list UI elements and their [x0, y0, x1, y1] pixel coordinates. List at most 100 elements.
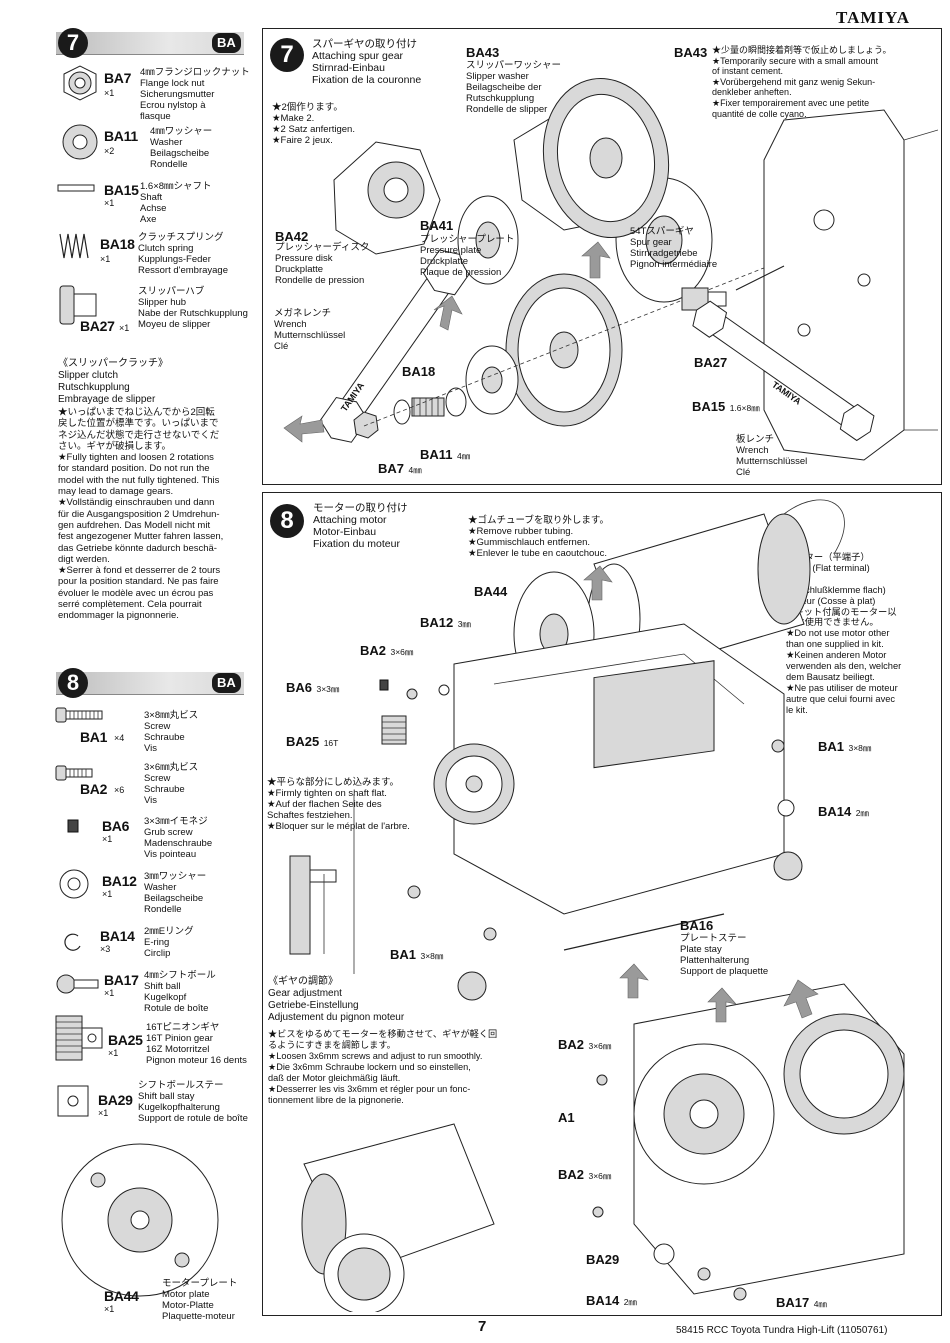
ba1-callout-right: BA1 3×8㎜: [818, 738, 871, 756]
ba16-label: BA16: [680, 918, 714, 933]
part-code: BA18: [100, 236, 135, 252]
ba16-desc: プレートステー Plate stay Plattenhalterung Supp…: [680, 933, 769, 977]
remove-tubing-note: ★ゴムチューブを取り外します。 ★Remove rubber tubing. ★…: [468, 515, 609, 559]
washer-icon: [59, 869, 89, 899]
ba42-label: BA42: [275, 229, 309, 244]
pressure-disk: [333, 141, 441, 255]
ba14-size: 2㎜: [623, 1297, 637, 1307]
ba2-size: 3×6㎜: [588, 1041, 612, 1051]
ball-stay-icon: [57, 1085, 89, 1117]
ba2-label: BA2: [558, 1167, 585, 1182]
ba1-label: BA1: [818, 739, 845, 754]
step8-diagram: [289, 499, 905, 1312]
ba43-desc: スリッパーワッシャー Slipper washer Beilagscheibe …: [466, 60, 562, 115]
ba7-callout: BA7 4㎜: [378, 460, 422, 478]
part-code: BA11: [104, 128, 138, 144]
ba1-size: 3×8㎜: [848, 743, 872, 753]
ba15-size: 1.6×8㎜: [729, 403, 760, 413]
part-qty: ×1: [119, 323, 130, 333]
step7-panel: [262, 28, 942, 485]
ba17-size: 4㎜: [813, 1299, 827, 1309]
spur-gear-top: [542, 77, 670, 239]
ba42-desc: プレッシャーディスク Pressure disk Druckplatte Ron…: [275, 242, 370, 286]
ba41-label: BA41: [420, 218, 454, 233]
part-qty: ×1: [104, 88, 115, 98]
sidebar8-part-ba12: BA12 ×1: [102, 873, 137, 899]
wrench-desc: メガネレンチ Wrench Mutternschlüssel Clé: [274, 308, 346, 352]
part-code: BA1: [80, 729, 108, 745]
ba43-label: BA43: [466, 45, 500, 60]
sidebar8-part-ba14: BA14 ×3: [100, 928, 135, 954]
gear-adjust-title: 《ギヤの調節》 Gear adjustment Getriebe-Einstel…: [268, 976, 405, 1023]
shift-ball-icon: [56, 974, 99, 994]
ba12-label: BA12: [420, 615, 454, 630]
part-code: BA27: [80, 318, 115, 334]
ba41-desc: プレッシャープレート Pressure plate Druckplatte Pl…: [420, 234, 515, 278]
arrow-icon: [707, 987, 737, 1023]
ba44-label: BA44: [474, 584, 508, 599]
ba6-callout: BA6 3×3㎜: [286, 679, 339, 697]
part-desc: 2㎜Eリング E-ring Circlip: [144, 926, 194, 959]
ba25-callout: BA25 16T: [286, 733, 338, 751]
ba2-size: 3×6㎜: [390, 647, 414, 657]
sidebar8-part-ba25: BA25 ×1: [108, 1032, 143, 1058]
part-desc: モータープレート Motor plate Motor-Platte Plaque…: [162, 1278, 238, 1322]
sidebar7-header: [56, 32, 244, 55]
shaft-flat-note: ★平らな部分にしめ込みます。 ★Firmly tighten on shaft …: [267, 777, 410, 832]
gear-adjust-note: ★ビスをゆるめてモーターを移動させて、ギヤが軽く回 るようにすきまを調節します。…: [268, 1029, 498, 1105]
step8-panel: [262, 492, 942, 1316]
part-code: BA6: [102, 818, 130, 834]
slipper-hub-icon: [59, 285, 97, 325]
spring-icon: [59, 233, 89, 259]
screw-icon: [55, 765, 93, 781]
sidebar7-part-ba18: BA18 ×1: [100, 236, 135, 264]
arrow-icon: [581, 241, 611, 279]
footer-text: 58415 RCC Toyota Tundra High-Lift (11050…: [676, 1325, 888, 1336]
ba1-label: BA1: [390, 947, 417, 962]
shaft-icon: [57, 184, 95, 192]
sidebar8-step-number: 8: [58, 668, 88, 698]
grub-screw-icon: [67, 819, 79, 833]
slipper-clutch-note: ★いっぱいまでねじ込んでから2回転 戻した位置が標準です。いっぱいまで ネジ込ん…: [58, 407, 224, 622]
ba2-callout-top: BA2 3×6㎜: [360, 642, 413, 660]
brand-logo: TAMIYA: [836, 8, 911, 27]
flange-nut-icon: [63, 65, 97, 101]
sidebar7-part-icons: [57, 65, 98, 325]
step8-number: 8: [270, 504, 304, 538]
gearbox-bottom-drawing: [633, 983, 905, 1295]
ba12-callout: BA12 3㎜: [420, 614, 471, 632]
part-qty: ×6: [114, 785, 125, 795]
arrow-icon: [783, 979, 819, 1019]
ba2-label: BA2: [558, 1037, 585, 1052]
part-code: BA2: [80, 781, 108, 797]
arrow-icon: [433, 295, 463, 331]
part-desc: 4㎜ワッシャー Washer Beilagscheibe Rondelle: [150, 126, 213, 170]
part-qty: ×4: [114, 733, 125, 743]
sidebar8-header: [56, 672, 244, 695]
step7-make2: ★2個作ります。 ★Make 2. ★2 Satz anfertigen. ★F…: [272, 102, 355, 146]
ba14-callout-bottom: BA14 2㎜: [586, 1292, 637, 1310]
box-wrench-desc: 板レンチ Wrench Mutternschlüssel Clé: [736, 434, 808, 478]
pinion-gear-icon: [55, 1015, 103, 1061]
part-code: BA12: [102, 873, 137, 889]
ba14-callout-right: BA14 2㎜: [818, 803, 869, 821]
part-qty: ×1: [100, 254, 111, 264]
motor-note: モーター（平端子） Motor (Flat terminal) Motor (A…: [786, 552, 902, 715]
part-desc: スリッパーハブ Slipper hub Nabe der Rutschkuppl…: [138, 286, 248, 330]
ba7-label: BA7: [378, 461, 405, 476]
part-desc: 1.6×8㎜シャフト Shaft Achse Axe: [140, 181, 212, 225]
part-qty: ×3: [100, 944, 111, 954]
slipper-clutch-title: 《スリッパークラッチ》 Slipper clutch Rutschkupplun…: [58, 358, 168, 405]
sidebar8-part-ba29: BA29 ×1: [98, 1092, 133, 1118]
ba2-callout-low: BA2 3×6㎜: [558, 1166, 611, 1184]
part-code: BA15: [104, 182, 139, 198]
e-ring-icon: [64, 933, 81, 951]
ba14-label: BA14: [818, 804, 852, 819]
ba15-callout: BA15 1.6×8㎜: [692, 398, 760, 416]
arrow-icon: [583, 565, 613, 601]
part-code: BA44: [104, 1288, 139, 1304]
washer-icon: [62, 124, 98, 160]
box-wrench-drawing: [692, 300, 875, 442]
step7-number: 7: [270, 38, 304, 72]
part-qty: ×1: [104, 988, 115, 998]
